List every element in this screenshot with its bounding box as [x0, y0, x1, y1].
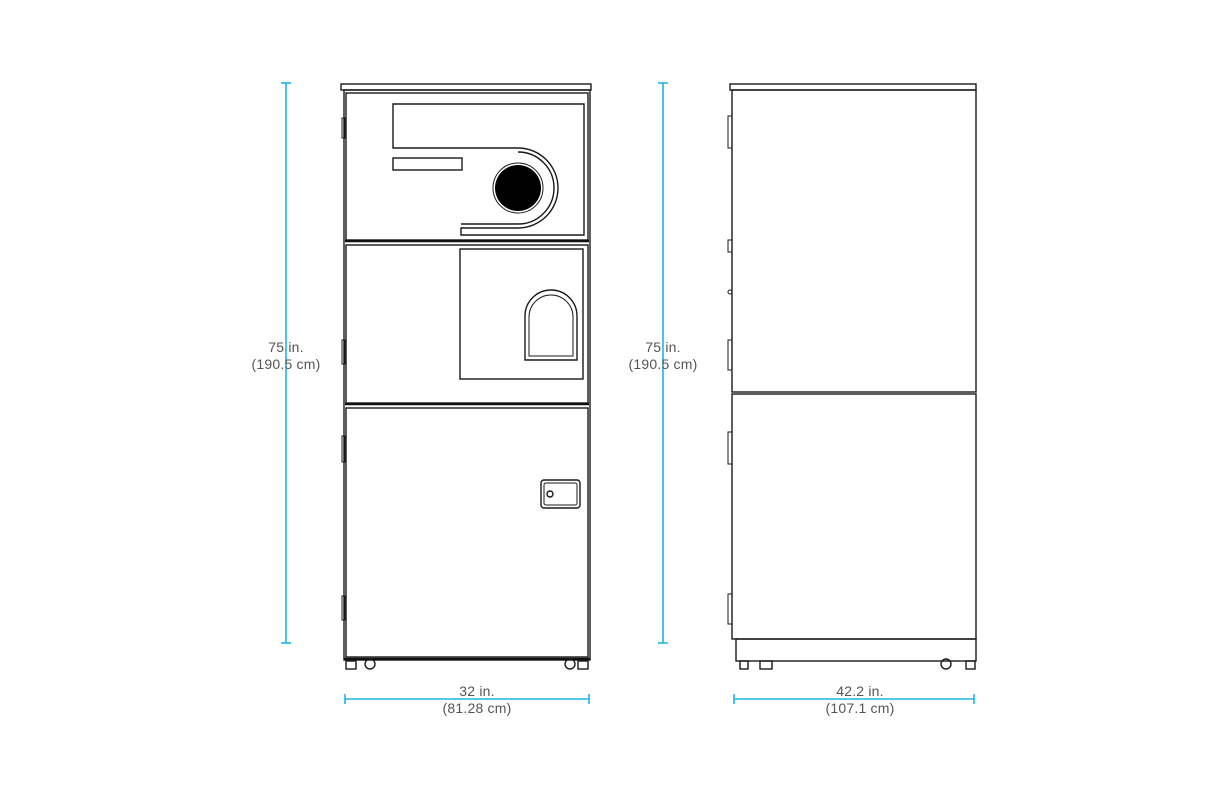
front-hinges [341, 117, 346, 621]
door-lock-plate [540, 479, 581, 509]
front-width-label: 32 in. (81.28 cm) [417, 683, 537, 717]
side-depth-label: 42.2 in. (107.1 cm) [800, 683, 920, 717]
side-lower-body [731, 393, 977, 640]
side-depth-dimension [733, 694, 975, 704]
front-body [343, 89, 591, 661]
front-height-dimension [281, 82, 291, 644]
side-view [727, 83, 977, 670]
side-height-secondary: (190.5 cm) [628, 356, 698, 372]
side-height-dimension [658, 82, 668, 644]
side-depth-secondary: (107.1 cm) [825, 700, 895, 716]
feed-slot [392, 157, 463, 171]
front-height-primary: 75 in. [268, 339, 304, 355]
side-hinges [727, 115, 733, 625]
front-view [340, 83, 592, 670]
side-top-cap [729, 83, 977, 91]
circular-opening [495, 165, 541, 211]
side-height-label: 75 in. (190.5 cm) [613, 339, 713, 373]
front-height-secondary: (190.5 cm) [251, 356, 321, 372]
front-width-primary: 32 in. [459, 683, 495, 699]
front-height-label: 75 in. (190.5 cm) [236, 339, 336, 373]
bottle-intake-door [524, 289, 578, 361]
front-lower-door [345, 407, 589, 658]
bottle-intake-frame [459, 248, 584, 380]
side-base [735, 638, 977, 662]
feed-chute-outline [392, 103, 585, 236]
front-casters [345, 658, 589, 670]
side-depth-primary: 42.2 in. [836, 683, 884, 699]
side-upper-body [731, 89, 977, 393]
side-casters [739, 658, 976, 670]
front-width-dimension [344, 694, 590, 704]
front-top-cap [340, 83, 592, 91]
side-height-primary: 75 in. [645, 339, 681, 355]
front-width-secondary: (81.28 cm) [442, 700, 512, 716]
keyhole-icon [546, 490, 554, 498]
